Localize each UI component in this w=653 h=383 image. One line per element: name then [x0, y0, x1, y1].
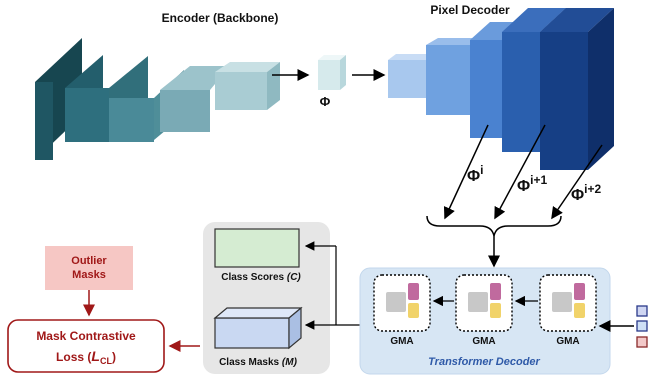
encoder-title: Encoder (Backbone) [162, 11, 279, 25]
loss-line2: Loss (LCL) [56, 348, 116, 366]
arrow-phi-i2 [551, 144, 603, 220]
transformer-decoder-label: Transformer Decoder [428, 356, 540, 368]
mask-contrastive-loss-box [7, 319, 165, 373]
gma-label-2: GMA [472, 336, 495, 347]
class-scores-label: Class Scores (C) [221, 272, 301, 283]
phi-i-label: Φi [467, 163, 483, 185]
gma-module-1 [373, 274, 431, 332]
phi-label: Φ [320, 94, 331, 109]
phi-i1-label: Φi+1 [517, 173, 547, 195]
phi-block [318, 55, 346, 90]
arrow-phi-i [443, 124, 489, 220]
phi-i2-label: Φi+2 [571, 182, 601, 204]
arrow-phi-i1 [494, 124, 546, 220]
outlier-masks-line1: Outlier [71, 255, 107, 267]
gma-module-2 [455, 274, 513, 332]
outlier-masks-line2: Masks [72, 269, 106, 281]
pixel-decoder [388, 8, 614, 170]
class-scores-box [214, 228, 300, 268]
gma-label-3: GMA [556, 336, 579, 347]
outlier-masks-box [45, 246, 133, 290]
gma-module-3 [539, 274, 597, 332]
pixel-decoder-title: Pixel Decoder [430, 3, 510, 17]
loss-line1: Mask Contrastive [36, 329, 136, 343]
gma-label-1: GMA [390, 336, 413, 347]
class-masks-label: Class Masks (M) [219, 357, 297, 368]
query-tokens [636, 305, 648, 348]
class-masks-box [213, 306, 303, 350]
encoder-backbone [35, 38, 280, 160]
merge-brace [426, 215, 562, 237]
